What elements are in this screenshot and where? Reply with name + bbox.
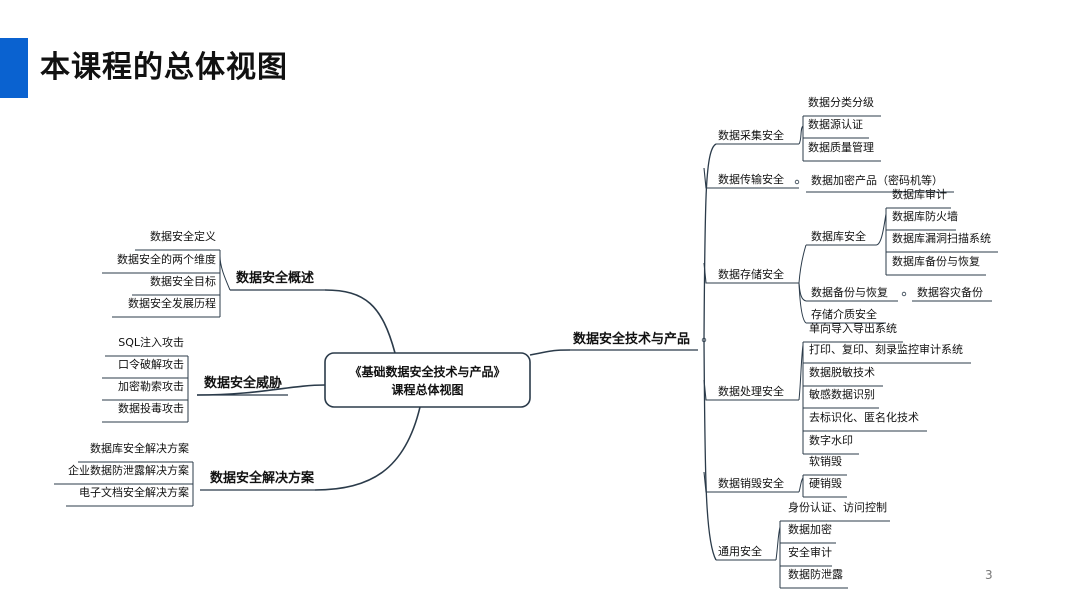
general-item: 安全审计 [788,545,832,559]
branch-label-overview: 数据安全概述 [236,270,314,286]
branch-label-threats: 数据安全威胁 [204,375,282,391]
sub-label-storage: 数据存储安全 [718,267,784,281]
overview-item: 数据安全定义 [150,229,216,243]
process-item: 打印、复印、刻录监控审计系统 [809,342,963,356]
db-item: 数据库防火墙 [892,209,958,223]
sub-label-destroy: 数据销毁安全 [718,476,784,490]
destroy-item: 硬销毁 [809,476,842,490]
solution-item: 电子文档安全解决方案 [79,485,189,499]
collect-item: 数据源认证 [808,117,863,131]
sub-label-transfer: 数据传输安全 [718,172,784,186]
branch-label-solutions: 数据安全解决方案 [210,470,315,486]
solution-item: 企业数据防泄露解决方案 [68,463,189,477]
page-number: 3 [985,568,993,582]
process-item: 数字水印 [809,433,853,447]
threat-item: 加密勒索攻击 [118,379,184,393]
process-item: 单向导入导出系统 [809,321,897,335]
collect-item: 数据质量管理 [808,140,874,154]
solutions-connector [314,406,421,491]
mindmap-connectors [54,115,998,589]
sub-sub-label-backup: 数据备份与恢复 [811,285,888,299]
overview-item: 数据安全发展历程 [128,296,216,310]
process-link [798,344,804,401]
db-link [875,213,887,246]
sub-label-general: 通用安全 [718,544,762,558]
mindmap-boxes [324,352,531,408]
center-node-box [324,352,531,408]
sub-label-collect: 数据采集安全 [718,128,784,142]
db-item: 数据库备份与恢复 [892,254,980,268]
center-node-title: 《基础数据安全技术与产品》 [349,364,505,379]
spine-tap [703,167,716,189]
collect-link [798,125,804,145]
storage-link-media [798,282,807,324]
mindmap-labels: 《基础数据安全技术与产品》课程总体视图 数据安全概述 数据安全定义数据安全的两个维度… [68,95,991,581]
overview-item: 数据安全的两个维度 [117,252,216,266]
overview-connector [324,289,396,354]
spine-up [703,143,717,341]
general-link [775,526,781,561]
sub-sub-label-db: 数据库安全 [811,229,866,243]
backup-item: 数据容灾备份 [917,285,983,299]
spine-down [703,339,717,561]
sub-label-process: 数据处理安全 [718,384,784,398]
transfer-item: 数据加密产品（密码机等） [811,173,943,187]
tech-connector [529,349,571,356]
center-node-subtitle: 课程总体视图 [391,382,463,397]
overview-spread [219,255,231,291]
page-title: 本课程的总体视图 [40,50,288,85]
process-item: 数据脱敏技术 [809,365,875,379]
db-item: 数据库审计 [892,187,947,201]
process-item: 去标识化、匿名化技术 [809,410,919,424]
collect-item: 数据分类分级 [808,95,874,109]
backup-dot [901,291,907,297]
storage-link-db [798,244,807,284]
sub-sub-label-media: 存储介质安全 [811,307,877,321]
spine-tap [703,379,716,401]
threat-item: SQL注入攻击 [118,335,184,349]
process-item: 敏感数据识别 [809,387,875,401]
threat-item: 口令破解攻击 [118,357,184,371]
branch-label-tech: 数据安全技术与产品 [573,331,690,347]
threat-item: 数据投毒攻击 [118,401,184,415]
general-item: 身份认证、访问控制 [788,500,887,514]
general-item: 数据加密 [788,522,832,536]
title-accent-bar [0,38,28,98]
destroy-item: 软销毁 [809,454,842,468]
db-item: 数据库漏洞扫描系统 [892,231,991,245]
transfer-dot [794,179,800,185]
spine-tap [703,471,716,493]
overview-item: 数据安全目标 [150,274,216,288]
general-item: 数据防泄露 [788,567,843,581]
destroy-link [798,477,804,493]
solution-item: 数据库安全解决方案 [90,441,189,455]
spine-tap [703,262,716,284]
